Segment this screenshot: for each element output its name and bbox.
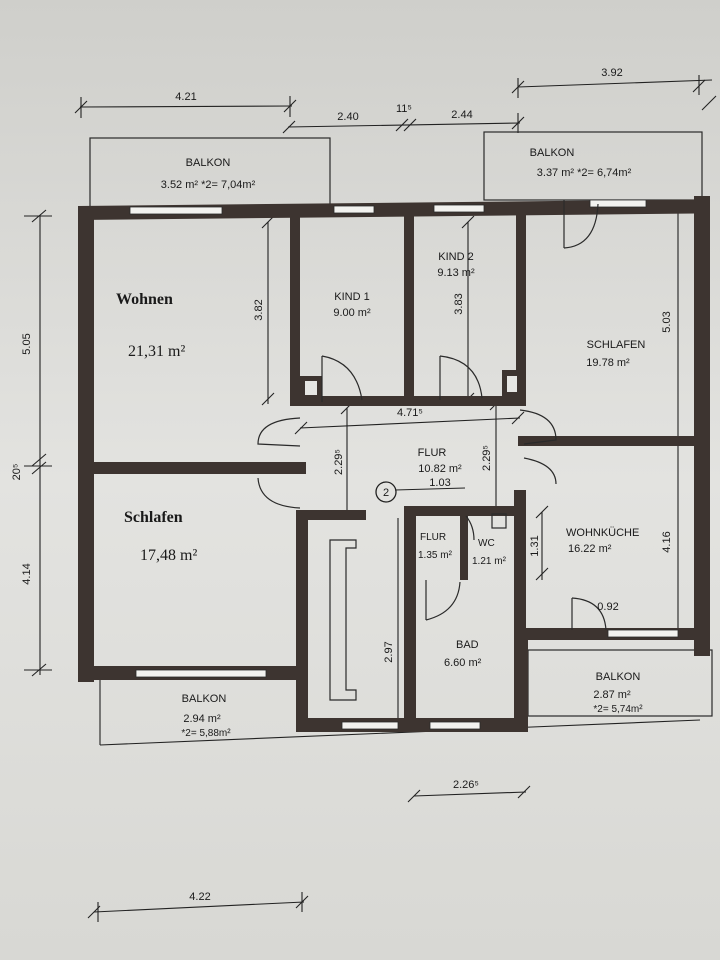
- dim-left-mid: 20⁵: [11, 464, 23, 481]
- kind1-name: KIND 1: [334, 291, 369, 303]
- dim-flur-w2: 1.03: [429, 477, 450, 489]
- dimension-labels: 3.92 4.21 2.40 11⁵ 2.44 5.05 20⁵ 4.14 3.…: [11, 67, 673, 903]
- wc-area: 1.21 m²: [472, 556, 507, 567]
- dim-flur-h2: 2.29⁵: [481, 445, 493, 471]
- dim-top-left: 4.21: [175, 91, 196, 103]
- dim-bottom-left: 4.22: [189, 891, 210, 903]
- dim-flur-h1: 2.29⁵: [333, 449, 345, 475]
- windows: [129, 199, 679, 730]
- walls: [78, 196, 710, 732]
- dim-stair-height: 2.97: [383, 641, 395, 662]
- flur-name: FLUR: [418, 447, 447, 459]
- schlafen-left-name: Schlafen: [124, 509, 183, 526]
- balkon-bottom-right-area: 2.87 m²: [593, 689, 631, 701]
- flur-small-area: 1.35 m²: [418, 550, 453, 561]
- balkon-bottom-right-name: BALKON: [596, 671, 641, 683]
- dim-kind2-height: 3.83: [453, 293, 465, 314]
- flur-area: 10.82 m²: [418, 463, 462, 475]
- wohnen-area: 21,31 m²: [128, 343, 185, 360]
- dimension-lines: [24, 75, 717, 922]
- dim-seg-2: 11⁵: [396, 103, 412, 115]
- flur-small-name: FLUR: [420, 532, 446, 543]
- balkon-top-left-area: 3.52 m² *2= 7,04m²: [161, 179, 256, 191]
- dim-schlafen-height: 5.03: [661, 311, 673, 332]
- balkon-bottom-left-area: 2.94 m²: [183, 713, 221, 725]
- dim-left-lower: 4.14: [21, 563, 33, 584]
- dim-kueche-height: 4.16: [661, 531, 673, 552]
- wohnkueche-area: 16.22 m²: [568, 543, 612, 555]
- bad-name: BAD: [456, 639, 479, 651]
- balkon-top-right-area: 3.37 m² *2= 6,74m²: [537, 167, 632, 179]
- dim-kueche-small: 0.92: [597, 601, 618, 613]
- wohnkueche-name: WOHNKÜCHE: [566, 527, 639, 539]
- schlafen-right-area: 19.78 m²: [586, 357, 630, 369]
- wc-name: WC: [478, 538, 495, 549]
- kind2-area: 9.13 m²: [437, 267, 475, 279]
- room-labels: BALKON 3.52 m² *2= 7,04m² BALKON 3.37 m²…: [116, 147, 645, 739]
- bad-area: 6.60 m²: [444, 657, 482, 669]
- doors: [257, 200, 607, 701]
- schlafen-right-name: SCHLAFEN: [587, 339, 646, 351]
- dim-seg-1: 2.40: [337, 111, 358, 123]
- dim-wc-height: 1.31: [529, 535, 541, 556]
- balkon-top-right-name: BALKON: [530, 147, 575, 159]
- balkon-bottom-left-name: BALKON: [182, 693, 227, 705]
- balkon-top-left-name: BALKON: [186, 157, 231, 169]
- floor-marker: 2: [375, 481, 397, 503]
- dim-seg-3: 2.44: [451, 109, 472, 121]
- kind2-name: KIND 2: [438, 251, 473, 263]
- floor-marker-number: 2: [383, 487, 389, 499]
- dim-left-upper: 5.05: [21, 333, 33, 354]
- dim-flur-width: 4.71⁵: [397, 407, 423, 419]
- wohnen-name: Wohnen: [116, 291, 173, 308]
- balkon-bottom-right-area2: *2= 5,74m²: [593, 704, 643, 715]
- dim-top-right: 3.92: [601, 67, 622, 79]
- balkon-bottom-left-area2: *2= 5,88m²: [181, 728, 231, 739]
- kind1-area: 9.00 m²: [333, 307, 371, 319]
- dim-wohnen-height: 3.82: [253, 299, 265, 320]
- schlafen-left-area: 17,48 m²: [140, 547, 197, 564]
- dim-bottom-mid: 2.26⁵: [453, 779, 479, 791]
